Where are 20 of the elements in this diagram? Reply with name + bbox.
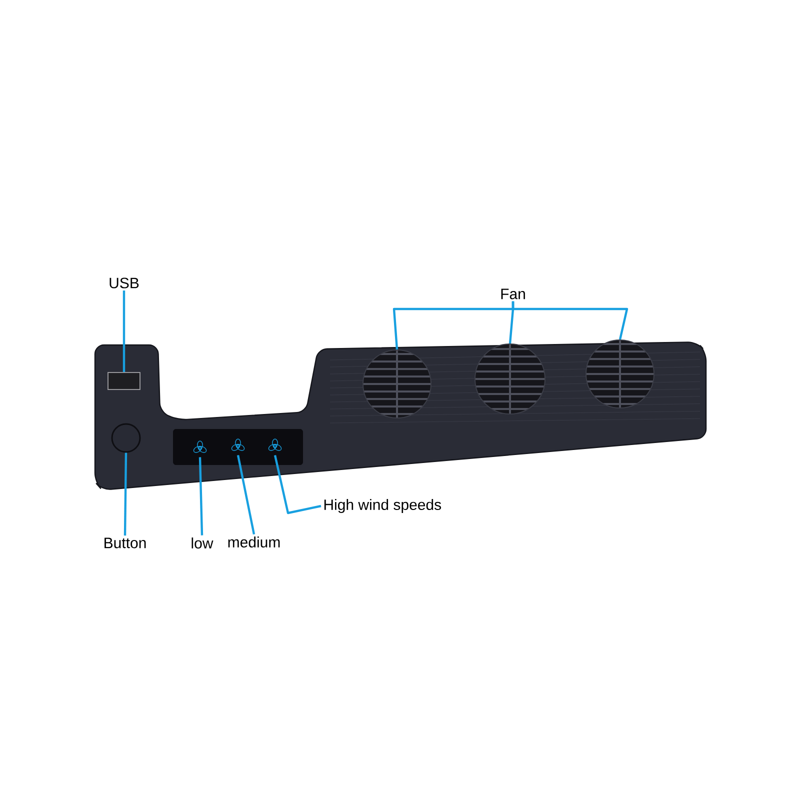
leader-line [198,457,204,536]
callout-label: Fan [501,288,525,300]
leader-line [236,454,256,535]
callout-label: medium [228,536,280,548]
fan-speed-icon [231,438,245,451]
callout-label: low [192,538,214,548]
callout-label: USB [110,278,139,288]
leader-line [274,454,322,514]
usb-port [108,372,140,390]
callout-label: High wind speeds [324,499,442,513]
leader-line [124,452,128,536]
fan-grille [586,340,654,408]
fan-speed-icon [193,440,207,453]
leader-line [512,301,628,340]
callout-label: Button [104,538,146,548]
power-button [111,423,141,453]
leader-line [122,290,126,372]
fan-grille [362,350,432,418]
fan-grille [474,344,546,414]
fan-speed-icon [268,438,282,451]
